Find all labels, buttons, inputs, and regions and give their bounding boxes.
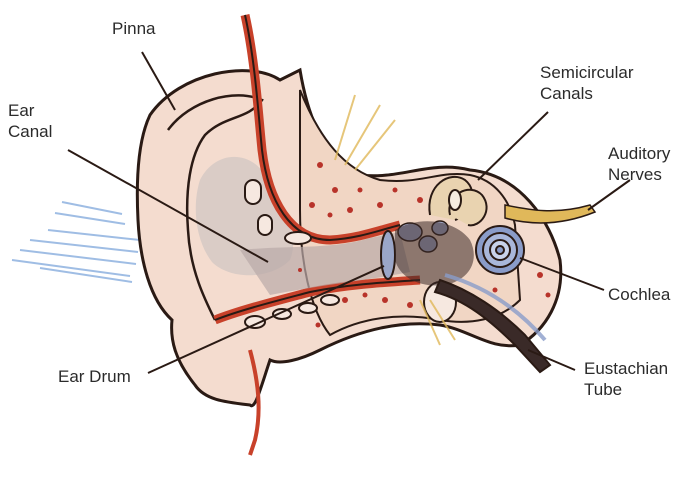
label-eustachian-tube-line2: Tube <box>584 379 668 400</box>
label-semicircular-canals: Semicircular Canals <box>540 62 634 104</box>
label-auditory-nerves-line1: Auditory <box>608 143 670 164</box>
label-eustachian-tube: Eustachian Tube <box>584 358 668 400</box>
label-semicircular-canals-line1: Semicircular <box>540 62 634 83</box>
auditory-nerve <box>505 205 595 223</box>
label-auditory-nerves-line2: Nerves <box>608 164 670 185</box>
label-ear-canal-line2: Canal <box>8 121 52 142</box>
label-semicircular-canals-line2: Canals <box>540 83 634 104</box>
label-ear-drum: Ear Drum <box>58 366 131 387</box>
cochlea <box>476 226 524 274</box>
label-pinna: Pinna <box>112 18 155 39</box>
ear-drum <box>381 231 395 279</box>
label-ear-canal-line1: Ear <box>8 100 52 121</box>
semicircular-canals-leader <box>478 112 548 180</box>
label-ear-canal: Ear Canal <box>8 100 52 142</box>
label-cochlea: Cochlea <box>608 284 670 305</box>
label-auditory-nerves: Auditory Nerves <box>608 143 670 185</box>
pinna-leader <box>142 52 175 110</box>
sound-waves <box>12 202 140 282</box>
label-eustachian-tube-line1: Eustachian <box>584 358 668 379</box>
